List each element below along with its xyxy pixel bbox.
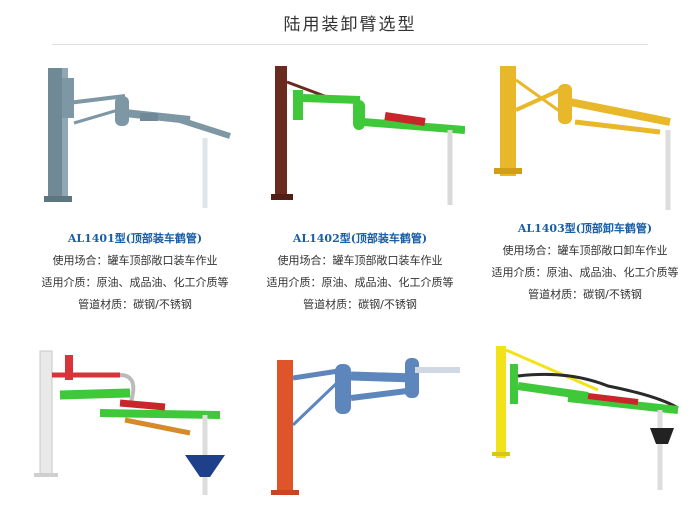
medium-line: 适用介质：原油、成品油、化工介质等 [491, 266, 679, 279]
product-info-al1403: AL1403型(顶部卸车鹤管) 使用场合：罐车顶部敞口卸车作业 适用介质：原油、… [470, 218, 700, 306]
product-image-bottom-3[interactable] [488, 340, 693, 500]
material-line: 管道材质：碳钢/不锈钢 [303, 298, 417, 311]
product-image-al1401[interactable] [40, 58, 240, 218]
product-model-link[interactable]: AL1401型(顶部装车鹤管) [67, 232, 203, 245]
medium-line: 适用介质：原油、成品油、化工介质等 [41, 276, 229, 289]
product-image-al1402[interactable] [265, 60, 465, 220]
material-line: 管道材质：碳钢/不锈钢 [78, 298, 192, 311]
product-image-al1403[interactable] [490, 60, 690, 220]
product-model-link[interactable]: AL1403型(顶部卸车鹤管) [517, 222, 653, 235]
title-divider [52, 44, 648, 45]
product-image-bottom-1[interactable] [30, 345, 235, 505]
page-title: 陆用装卸臂选型 [283, 15, 417, 35]
product-image-bottom-2[interactable] [265, 350, 470, 505]
product-model-link[interactable]: AL1402型(顶部装车鹤管) [292, 232, 428, 245]
usage-line: 使用场合：罐车顶部敞口装车作业 [52, 254, 218, 267]
usage-line: 使用场合：罐车顶部敞口卸车作业 [502, 244, 668, 257]
material-line: 管道材质：碳钢/不锈钢 [528, 288, 642, 301]
usage-line: 使用场合：罐车顶部敞口装车作业 [277, 254, 443, 267]
product-info-al1402: AL1402型(顶部装车鹤管) 使用场合：罐车顶部敞口装车作业 适用介质：原油、… [245, 228, 475, 316]
medium-line: 适用介质：原油、成品油、化工介质等 [266, 276, 454, 289]
product-info-al1401: AL1401型(顶部装车鹤管) 使用场合：罐车顶部敞口装车作业 适用介质：原油、… [20, 228, 250, 316]
